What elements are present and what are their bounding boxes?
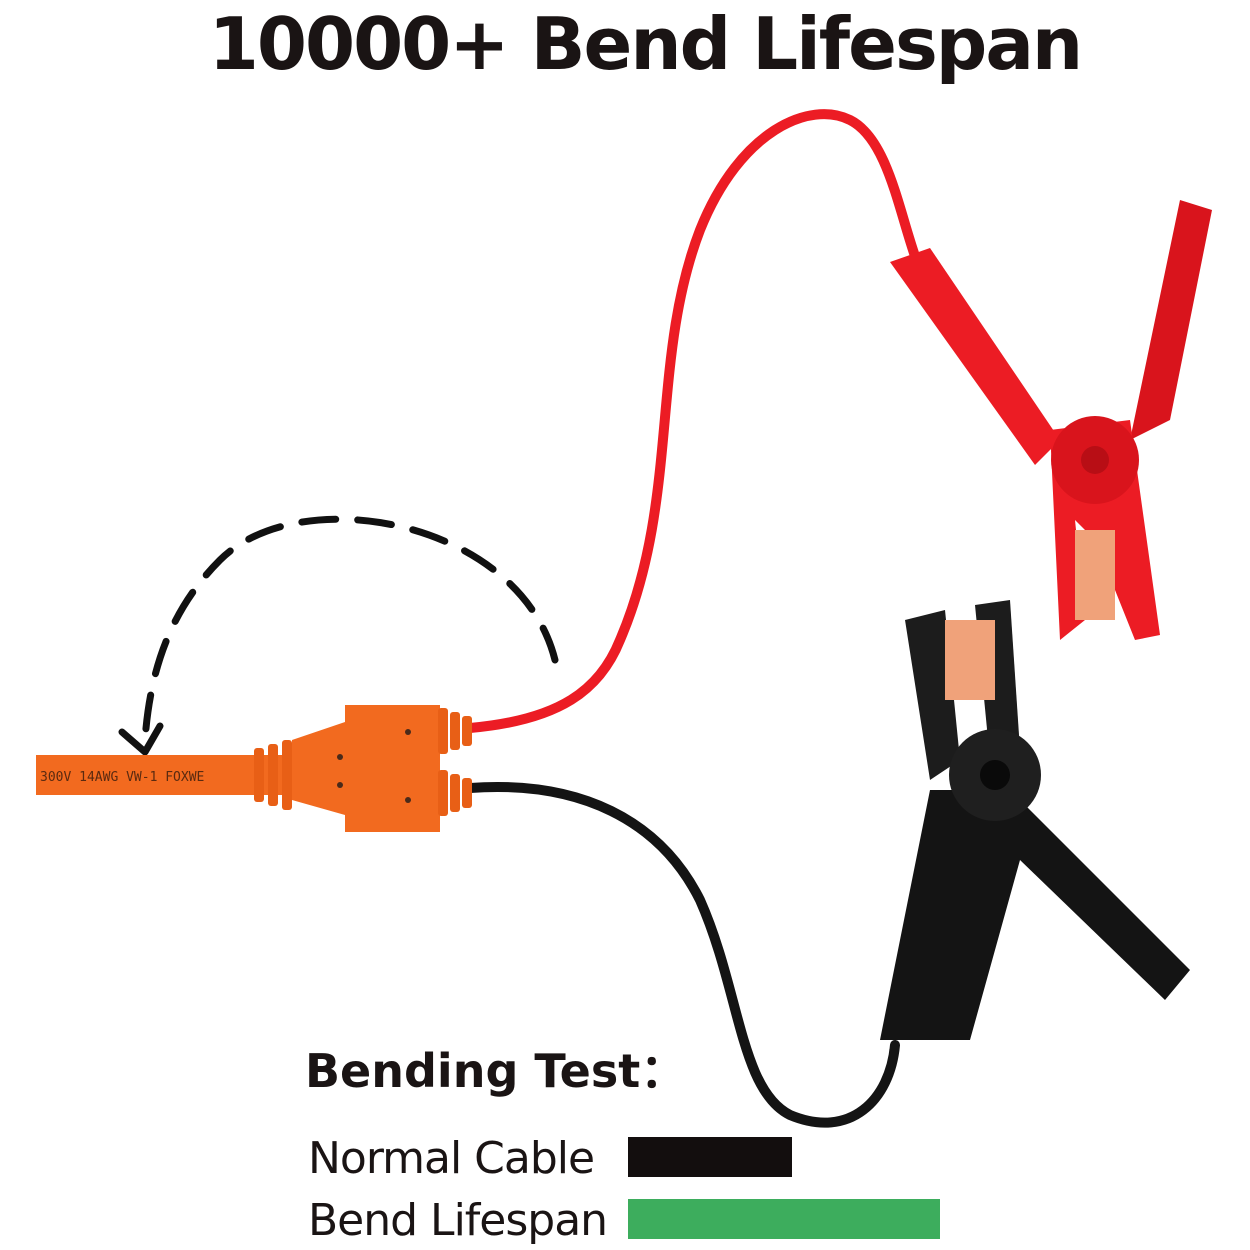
- black-clamp: [880, 600, 1190, 1040]
- legend-label-bend-lifespan: Bend Lifespan: [308, 1194, 608, 1246]
- bending-test-heading: Bending Test：: [305, 1044, 687, 1098]
- splitter-dots: [337, 729, 411, 803]
- orange-cable-print: 300V 14AWG VW-1 FOXWE: [40, 770, 204, 785]
- bar-normal-cable: [628, 1137, 792, 1177]
- red-clamp: [890, 200, 1212, 640]
- bend-arrow-head: [118, 722, 164, 756]
- splitter-strain-relief: [438, 708, 472, 816]
- legend-normal-cable: Normal Cable: [308, 1128, 908, 1188]
- legend-bend-lifespan: Bend Lifespan: [308, 1190, 908, 1250]
- red-wire: [465, 109, 925, 733]
- y-splitter: [292, 705, 440, 832]
- bar-bend-lifespan: [628, 1199, 940, 1239]
- legend-label-normal-cable: Normal Cable: [308, 1132, 595, 1184]
- bend-arrow: [141, 515, 559, 744]
- orange-cable-strain-relief: [254, 740, 292, 810]
- page-title: 10000+ Bend Lifespan: [208, 2, 1083, 86]
- black-wire: [465, 782, 900, 1128]
